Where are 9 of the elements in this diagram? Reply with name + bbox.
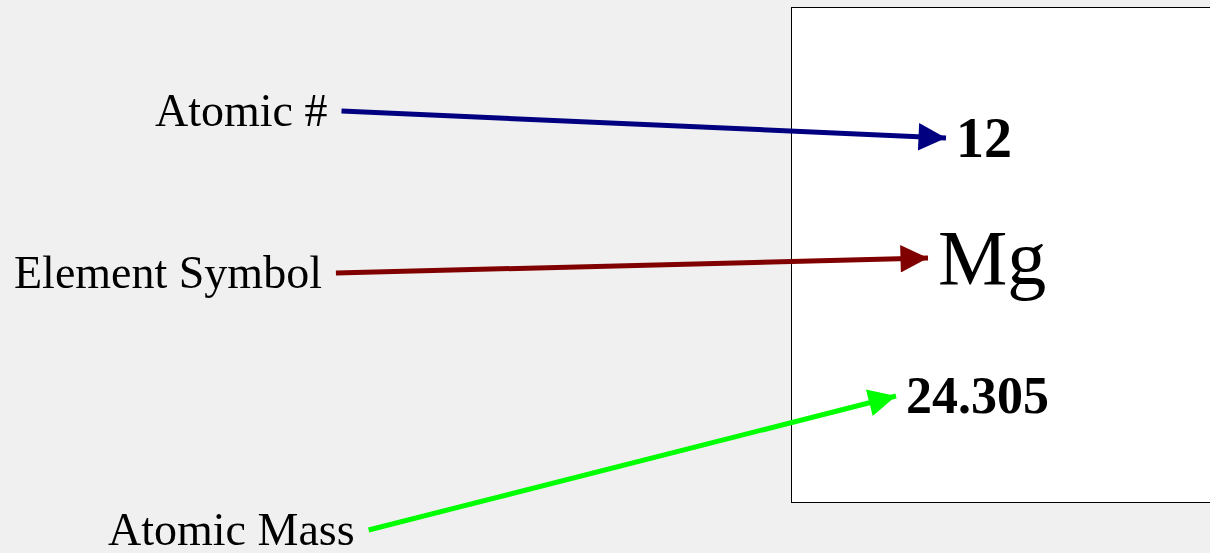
element-tile bbox=[791, 7, 1210, 503]
callout-label: Atomic # bbox=[155, 88, 328, 134]
arrow bbox=[335, 244, 929, 276]
atomic-mass: 24.305 bbox=[906, 370, 1049, 422]
arrow bbox=[368, 389, 897, 533]
callout-label: Atomic Mass bbox=[108, 507, 355, 553]
callout-label: Element Symbol bbox=[14, 250, 322, 296]
atomic-number: 12 bbox=[956, 110, 1012, 166]
arrow bbox=[341, 108, 947, 151]
